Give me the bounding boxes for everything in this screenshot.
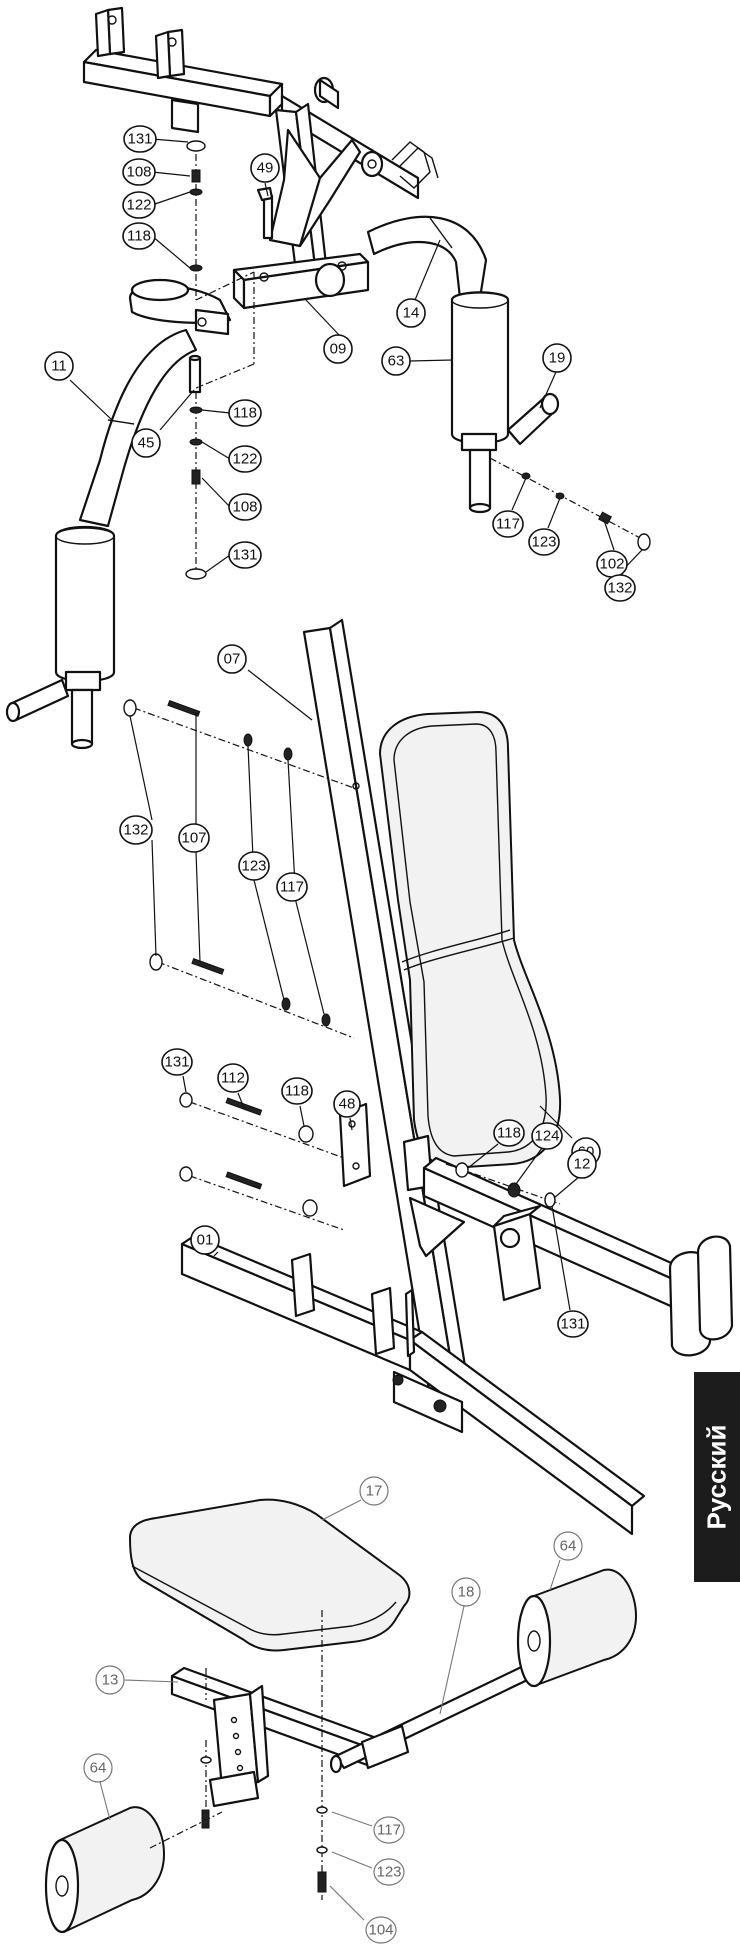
callout-text: 64 [90,1760,107,1777]
callout-102: 102 [596,550,628,578]
callout-131-right: 131 [557,1310,589,1338]
callout-text: 131 [232,547,257,564]
callout-text: 17 [366,1483,383,1500]
callout-123-seat: 123 [373,1858,405,1886]
callout-text: 108 [232,499,257,516]
callout-text: 107 [181,830,206,847]
callout-123-mid: 123 [238,851,270,881]
callout-text: 07 [224,651,241,668]
callout-text: 132 [123,822,148,839]
language-tab-label: Русский [701,1424,732,1530]
callout-text: 45 [138,435,155,452]
callout-49: 49 [250,153,280,183]
callout-131-top: 131 [123,125,157,153]
main-frame-fasteners [123,699,561,1231]
callout-text: 122 [126,197,151,214]
callout-117-top: 117 [492,510,524,538]
callout-11: 11 [44,351,74,381]
seat-callout-lines [99,1499,561,1921]
seat-fasteners [149,1610,328,1900]
callout-text: 122 [232,451,257,468]
callout-text: 102 [599,556,624,573]
callout-text: 131 [127,131,152,148]
seat-callout-bubbles: 17 18 64 13 64 117 123 104 [83,1476,583,1944]
callout-text: 64 [560,1538,577,1555]
callout-09: 09 [323,334,353,364]
callout-108-mid: 108 [228,493,262,521]
callout-108-top: 108 [122,158,156,186]
callout-text: 19 [549,350,566,367]
callout-19: 19 [542,343,572,373]
callout-01: 01 [190,1225,220,1255]
callout-bubbles: 131 108 122 118 49 09 14 11 45 63 19 118… [44,125,636,1338]
callout-text: 118 [233,405,257,422]
callout-122-mid: 122 [228,445,262,473]
callout-text: 117 [496,516,520,533]
callout-text: 118 [285,1083,309,1100]
callout-text: 12 [574,1156,591,1173]
callout-text: 09 [330,341,347,358]
callout-132-top: 132 [604,574,636,602]
callout-text: 117 [377,1822,401,1839]
callout-text: 18 [458,1584,475,1601]
callout-112: 112 [217,1063,249,1093]
callout-122-top: 122 [122,191,156,219]
callout-63: 63 [381,346,411,376]
callout-text: 14 [403,305,420,322]
callout-131-mid: 131 [228,541,262,569]
callout-text: 124 [534,1128,559,1145]
callout-text: 108 [126,164,151,181]
callout-text: 13 [102,1672,119,1689]
language-tab: Русский [694,1372,740,1582]
callout-text: 48 [339,1096,356,1113]
callout-text: 123 [376,1864,401,1881]
callout-text: 132 [607,580,632,597]
callout-48: 48 [333,1090,361,1118]
callout-text: 131 [164,1054,189,1071]
callout-text: 123 [531,534,556,551]
callout-118-mid: 118 [228,399,262,427]
callout-104: 104 [365,1916,397,1944]
upper-frame-assembly [5,6,560,750]
callout-132-mid: 132 [119,815,153,845]
callout-text: 131 [560,1316,585,1333]
callout-text: 11 [51,358,67,375]
callout-text: 117 [280,879,304,896]
callout-13: 13 [95,1665,125,1695]
callout-117-seat: 117 [373,1816,405,1844]
main-frame-assembly [180,618,734,1536]
callout-text: 63 [388,353,405,370]
callout-14: 14 [396,298,426,328]
callout-text: 104 [368,1922,393,1939]
callout-07: 07 [217,644,247,674]
callout-64-right: 64 [553,1531,583,1561]
callout-45: 45 [131,428,161,458]
callout-lines [69,138,643,1311]
callout-text: 49 [257,160,274,177]
callout-118-lower: 118 [281,1077,313,1105]
callout-text: 123 [241,858,266,875]
callout-18: 18 [451,1577,481,1607]
callout-123-top: 123 [528,528,560,556]
callout-131-lower: 131 [161,1048,193,1076]
callout-64-left: 64 [83,1753,113,1783]
callout-117-mid: 117 [276,872,308,902]
callout-118-right: 118 [493,1119,525,1147]
callout-12: 12 [567,1149,597,1179]
callout-text: 01 [197,1232,214,1249]
callout-118-top: 118 [122,222,156,250]
callout-107: 107 [178,823,210,853]
callout-124: 124 [531,1122,563,1150]
callout-text: 118 [127,228,151,245]
callout-17: 17 [359,1476,389,1506]
callout-text: 118 [497,1125,521,1142]
callout-text: 112 [221,1070,245,1087]
seat-assembly [44,1498,638,1934]
